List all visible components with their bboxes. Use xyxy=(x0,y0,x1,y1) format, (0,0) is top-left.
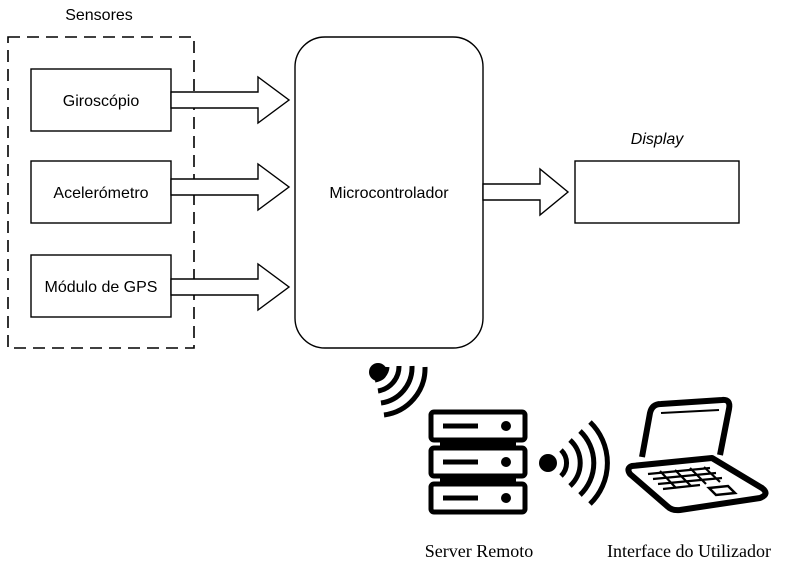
arrow-accelerometer-to-mcu xyxy=(170,162,291,212)
sensor-gyroscope: Giroscópio xyxy=(30,68,172,132)
microcontroller-label: Microcontrolador xyxy=(329,185,449,202)
sensor-gps: Módulo de GPS xyxy=(30,254,172,318)
sensor-gps-label: Módulo de GPS xyxy=(45,279,158,296)
sensors-group-frame xyxy=(7,36,195,349)
sensor-accelerometer: Acelerómetro xyxy=(30,160,172,224)
display-title: Display xyxy=(631,131,684,148)
sensor-accelerometer-label: Acelerómetro xyxy=(53,185,148,202)
arrow-gyroscope-to-mcu xyxy=(170,75,291,125)
server-label: Server Remoto xyxy=(425,541,533,561)
user-interface-label: Interface do Utilizador xyxy=(607,541,771,561)
arrow-gps-to-mcu xyxy=(170,262,291,312)
wifi-signal-icon xyxy=(369,363,428,418)
sensor-gyroscope-label: Giroscópio xyxy=(63,93,140,110)
arrow-mcu-to-display xyxy=(482,167,570,217)
wifi-signal-icon xyxy=(539,420,610,506)
laptop-icon xyxy=(625,396,769,514)
server-rack-icon xyxy=(428,409,528,515)
display-block xyxy=(574,160,740,224)
sensors-group-title: Sensores xyxy=(65,7,133,24)
